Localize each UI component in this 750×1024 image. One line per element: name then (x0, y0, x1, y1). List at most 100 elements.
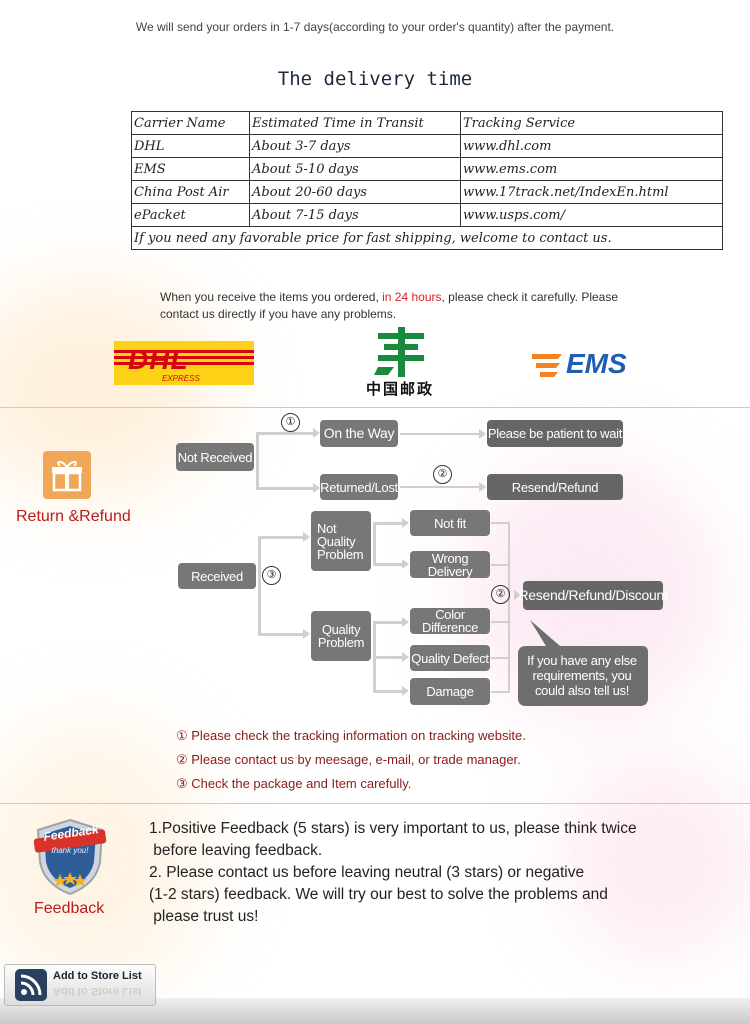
connector-line (373, 563, 403, 566)
step-number-1: ① (281, 413, 300, 432)
table-row: ePacket About 7-15 days www.usps.com/ (131, 203, 723, 227)
badge-subtitle: thank you! (51, 846, 89, 855)
gift-box-icon (43, 451, 91, 499)
header-carrier-name: Carrier Name (131, 111, 250, 135)
carrier-name: ePacket (131, 203, 250, 227)
connector-line (258, 536, 261, 636)
table-footer-row: If you need any favorable price for fast… (131, 226, 723, 250)
carrier-name: DHL (131, 134, 250, 158)
table-header-row: Carrier Name Estimated Time in Transit T… (131, 111, 723, 135)
step-number-2: ② (433, 465, 452, 484)
connector-line (491, 621, 509, 623)
connector-line (373, 522, 376, 566)
transit-time: About 3-7 days (249, 134, 461, 158)
add-to-store-list-button[interactable]: Add to Store List Add to Store List (4, 964, 156, 1006)
feedback-line-5: please trust us! (149, 908, 259, 925)
header-tracking-service: Tracking Service (460, 111, 723, 135)
feedback-line-4: (1-2 stars) feedback. We will try our be… (149, 886, 608, 903)
arrow-icon (303, 532, 310, 542)
resend-refund-discount-box: Resend/Refund/Discount (518, 581, 668, 610)
arrow-icon (402, 559, 409, 569)
other-requirements-text: If you have any else requirements, you c… (527, 652, 637, 698)
arrow-icon (402, 652, 409, 662)
note-check-package: ③ Check the package and Item carefully. (176, 776, 412, 791)
arrow-icon (402, 518, 409, 528)
connector-line (373, 621, 403, 624)
delivery-time-title: The delivery time (277, 68, 473, 90)
connector-line (373, 656, 403, 659)
ems-logo: EMS (532, 348, 642, 384)
transit-time: About 7-15 days (249, 203, 461, 227)
arrow-icon (402, 617, 409, 627)
connector-line (491, 564, 509, 566)
resend-refund-box: Resend/Refund (487, 474, 623, 500)
feedback-line-1: 1.Positive Feedback (5 stars) is very im… (149, 820, 637, 837)
note-contact: ② Please contact us by meesage, e-mail, … (176, 752, 521, 767)
color-difference-box: Color Difference (410, 608, 490, 634)
quality-defect-box: Quality Defect (410, 645, 490, 671)
feedback-line-2: before leaving feedback. (149, 842, 323, 859)
shipping-intro-text: We will send your orders in 1-7 days(acc… (135, 20, 615, 34)
transit-time: About 5-10 days (249, 157, 461, 181)
ems-logo-word: EMS (566, 348, 627, 379)
inspection-notice: When you receive the items you ordered, … (160, 289, 660, 323)
section-divider (0, 407, 750, 408)
table-footer-note: If you need any favorable price for fast… (131, 226, 723, 250)
connector-line (508, 522, 510, 693)
connector-line (373, 690, 403, 693)
not-quality-problem-box: Not Quality Problem (311, 511, 371, 571)
section-divider (0, 803, 750, 804)
on-the-way-box: On the Way (320, 420, 398, 447)
arrow-icon (514, 590, 521, 600)
rss-feed-icon (15, 969, 47, 1001)
ems-wing-icon (532, 354, 562, 377)
connector-line (256, 432, 259, 490)
connector-line (491, 691, 509, 693)
connector-line (373, 522, 403, 525)
received-box: Received (178, 563, 256, 589)
connector-line (258, 536, 304, 539)
not-fit-box: Not fit (410, 510, 490, 536)
arrow-icon (313, 483, 320, 493)
return-refund-label: Return &Refund (16, 508, 131, 525)
step-number-3: ③ (262, 566, 281, 585)
connector-line (400, 486, 480, 488)
connector-line (256, 487, 314, 490)
connector-line (491, 522, 509, 524)
store-button-reflection: Add to Store List (53, 985, 142, 997)
table-row: DHL About 3-7 days www.dhl.com (131, 134, 723, 158)
arrow-icon (479, 429, 486, 439)
feedback-shield-icon (33, 818, 107, 896)
dhl-logo: DHL EXPRESS (114, 341, 254, 385)
feedback-text: 1.Positive Feedback (5 stars) is very im… (149, 818, 709, 928)
china-post-emblem-icon (374, 327, 424, 377)
connector-line (491, 657, 509, 659)
dhl-logo-sub: EXPRESS (162, 374, 200, 383)
notice-text-after: , please check it carefully. Please cont… (160, 290, 619, 321)
step-number-2b: ② (491, 585, 510, 604)
note-tracking: ① Please check the tracking information … (176, 728, 526, 743)
feedback-label: Feedback (34, 900, 105, 917)
tracking-url: www.ems.com (460, 157, 723, 181)
wrong-delivery-box: Wrong Delivery (410, 551, 490, 578)
transit-time: About 20-60 days (249, 180, 461, 204)
arrow-icon (313, 428, 320, 438)
carrier-name: EMS (131, 157, 250, 181)
connector-line (256, 432, 314, 435)
feedback-line-3: 2. Please contact us before leaving neut… (149, 864, 585, 881)
tracking-url: www.usps.com/ (460, 203, 723, 227)
tracking-url: www.dhl.com (460, 134, 723, 158)
arrow-icon (303, 629, 310, 639)
not-received-box: Not Received (176, 443, 254, 471)
feedback-badge: Feedback thank you! (30, 816, 110, 898)
damage-box: Damage (410, 678, 490, 705)
table-row: EMS About 5-10 days www.ems.com (131, 157, 723, 181)
quality-problem-box: Quality Problem (311, 611, 371, 661)
connector-line (258, 633, 304, 636)
store-button-label: Add to Store List (53, 970, 142, 982)
table-row: China Post Air About 20-60 days www.17tr… (131, 180, 723, 204)
connector-line (400, 433, 480, 435)
arrow-icon (402, 686, 409, 696)
dhl-logo-word: DHL (128, 344, 189, 375)
notice-highlight: in 24 hours (382, 290, 442, 304)
